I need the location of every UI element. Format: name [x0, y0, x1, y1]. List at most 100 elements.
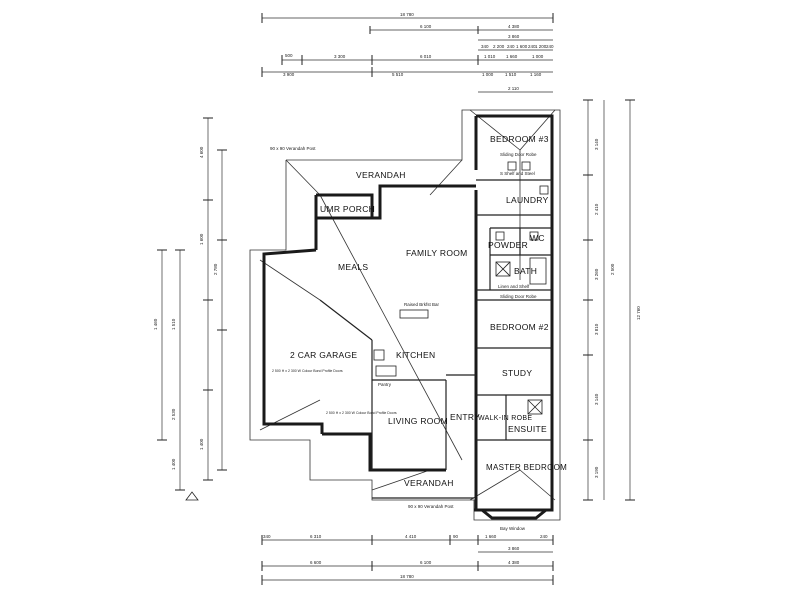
room-laundry: LAUNDRY [506, 195, 549, 205]
dim-left-1: 1 600 [199, 233, 204, 245]
dim-bottom-r1-c: 4 410 [405, 534, 417, 539]
dim-right-3: 3 810 [594, 323, 599, 335]
dim-right-2: 3 260 [594, 268, 599, 280]
room-garage: 2 CAR GARAGE [290, 350, 357, 360]
dim-left-0: 4 600 [199, 146, 204, 158]
right-dimensions: 3 140 2 410 3 260 3 810 2 500 3 140 3 19… [583, 99, 641, 501]
dim-left-2: 2 780 [213, 263, 218, 275]
dim-bottom-r1-b: 6 310 [310, 534, 322, 539]
fixtures [373, 161, 549, 415]
dim-top-r4-g: 240 [546, 44, 554, 49]
dim-bottom-r1-f: 240 [540, 534, 548, 539]
dim-right-0: 3 140 [594, 138, 599, 150]
note-verandah-post-top: 90 x 90 Verandah Post [270, 146, 316, 151]
shower-icon [527, 399, 543, 415]
dim-top-r6-e: 1 160 [530, 72, 542, 77]
plan-notes: 90 x 90 Verandah Post 90 x 90 Verandah P… [270, 146, 537, 531]
dim-top-overall: 18 780 [400, 12, 414, 17]
dim-left-3: 1 460 [153, 318, 158, 330]
room-umr-porch: UMR PORCH [320, 204, 375, 214]
dim-right-4: 2 500 [610, 263, 615, 275]
shower-icon [495, 261, 511, 277]
dim-top-r4-d: 1 600 [516, 44, 528, 49]
dim-top-r6-c: 1 000 [482, 72, 494, 77]
dim-top-r5-d: 1 010 [484, 54, 496, 59]
dim-top-r4-f: 1 200 [535, 44, 547, 49]
dim-bottom-r2: 3 860 [508, 546, 520, 551]
dim-top-r6-a: 3 900 [283, 72, 295, 77]
room-meals: MEALS [338, 262, 368, 272]
dim-right-5: 3 140 [594, 393, 599, 405]
dim-left-4: 1 510 [171, 318, 176, 330]
room-wc: WC [530, 233, 545, 243]
room-bath: BATH [514, 266, 537, 276]
dim-right-6: 3 190 [594, 466, 599, 478]
dim-bottom-r1-d: 90 [453, 534, 459, 539]
dim-top-r2-b: 4 380 [508, 24, 520, 29]
appliance-icon [521, 161, 531, 171]
room-entry: ENTRY [450, 412, 480, 422]
dim-bottom-r1-e: 1 660 [485, 534, 497, 539]
dim-top-r5-f: 1 000 [532, 54, 544, 59]
top-dimensions: 18 780 6 100 4 380 3 860 340 2 200 240 1… [261, 12, 554, 93]
dim-top-r4-e: 240 [528, 44, 536, 49]
room-master-bedroom: MASTER BEDROOM [486, 463, 567, 472]
dim-right-1: 2 410 [594, 203, 599, 215]
dim-top-r5-b: 3 300 [334, 54, 346, 59]
note-garage-door-2: 2 500 H x 2 300 W Colour Bond Profile Do… [326, 411, 397, 415]
note-kitchen-bench: Raised Brkfst Bar [404, 302, 440, 307]
room-study: STUDY [502, 368, 532, 378]
pantry-icon [375, 365, 397, 377]
dim-top-r4-b: 2 200 [493, 44, 505, 49]
dim-left-5: 2 530 [171, 408, 176, 420]
dim-top-r2-a: 6 100 [420, 24, 432, 29]
dim-bottom-r1-a: 340 [263, 534, 271, 539]
note-sliding-door-robe-mid: Sliding Door Robe [500, 294, 537, 299]
dim-bottom-r3-a: 6 600 [310, 560, 322, 565]
room-living-room: LIVING ROOM [388, 416, 448, 426]
roof-outline [249, 109, 561, 521]
note-linen-shelf: Linen and Shelf [498, 284, 530, 289]
room-walk-in-robe: WALK-IN ROBE [478, 415, 532, 422]
note-kitchen-pantry: Pantry [378, 382, 392, 387]
walls [262, 114, 554, 520]
room-labels: BEDROOM #3 LAUNDRY POWDER WC BATH BEDROO… [290, 134, 567, 488]
dim-bottom-r3-c: 4 380 [508, 560, 520, 565]
note-sliding-door-robe-top: Sliding Door Robe [500, 152, 537, 157]
dim-left-6: 1 400 [171, 458, 176, 470]
dim-top-r6-d: 1 510 [505, 72, 517, 77]
dim-top-r4-c: 240 [507, 44, 515, 49]
room-powder: POWDER [488, 240, 528, 250]
room-kitchen: KITCHEN [396, 350, 435, 360]
north-arrow-icon [185, 491, 199, 501]
note-shelf-steel: S Shelf and Steel [500, 171, 535, 176]
dim-top-r3: 3 860 [508, 34, 520, 39]
dim-top-r4-a: 340 [481, 44, 489, 49]
room-bedroom-2: BEDROOM #2 [490, 322, 549, 332]
note-garage-door-1: 2 500 H x 2 300 W Colour Bond Profile Do… [272, 369, 343, 373]
note-verandah-post-bottom: 90 x 90 Verandah Post [408, 504, 454, 509]
laundry-tub-icon [539, 185, 549, 195]
toilet-icon [495, 231, 505, 241]
bathtub-icon [529, 257, 547, 285]
note-bay-window: Bay Window [500, 526, 526, 531]
dim-top-r5-e: 1 660 [506, 54, 518, 59]
dim-bottom-overall: 18 780 [400, 574, 414, 579]
room-verandah-bottom: VERANDAH [404, 478, 454, 488]
toilet-icon [529, 231, 539, 241]
sink-icon [373, 349, 385, 361]
dim-top-r7: 2 110 [508, 86, 519, 91]
dim-top-r5-c: 6 010 [420, 54, 432, 59]
appliance-icon [507, 161, 517, 171]
dim-top-r5-a: 500 [285, 53, 293, 58]
room-ensuite: ENSUITE [508, 424, 547, 434]
room-bedroom-3: BEDROOM #3 [490, 134, 549, 144]
dim-left-7: 1 400 [199, 438, 204, 450]
kitchen-bench-icon [399, 309, 429, 319]
dim-top-r6-b: 5 510 [392, 72, 404, 77]
room-family-room: FAMILY ROOM [406, 248, 468, 258]
dim-right-7: 12 760 [636, 306, 641, 320]
room-verandah-top: VERANDAH [356, 170, 406, 180]
bottom-dimensions: 340 6 310 4 410 90 1 660 240 3 860 6 600… [261, 534, 554, 585]
